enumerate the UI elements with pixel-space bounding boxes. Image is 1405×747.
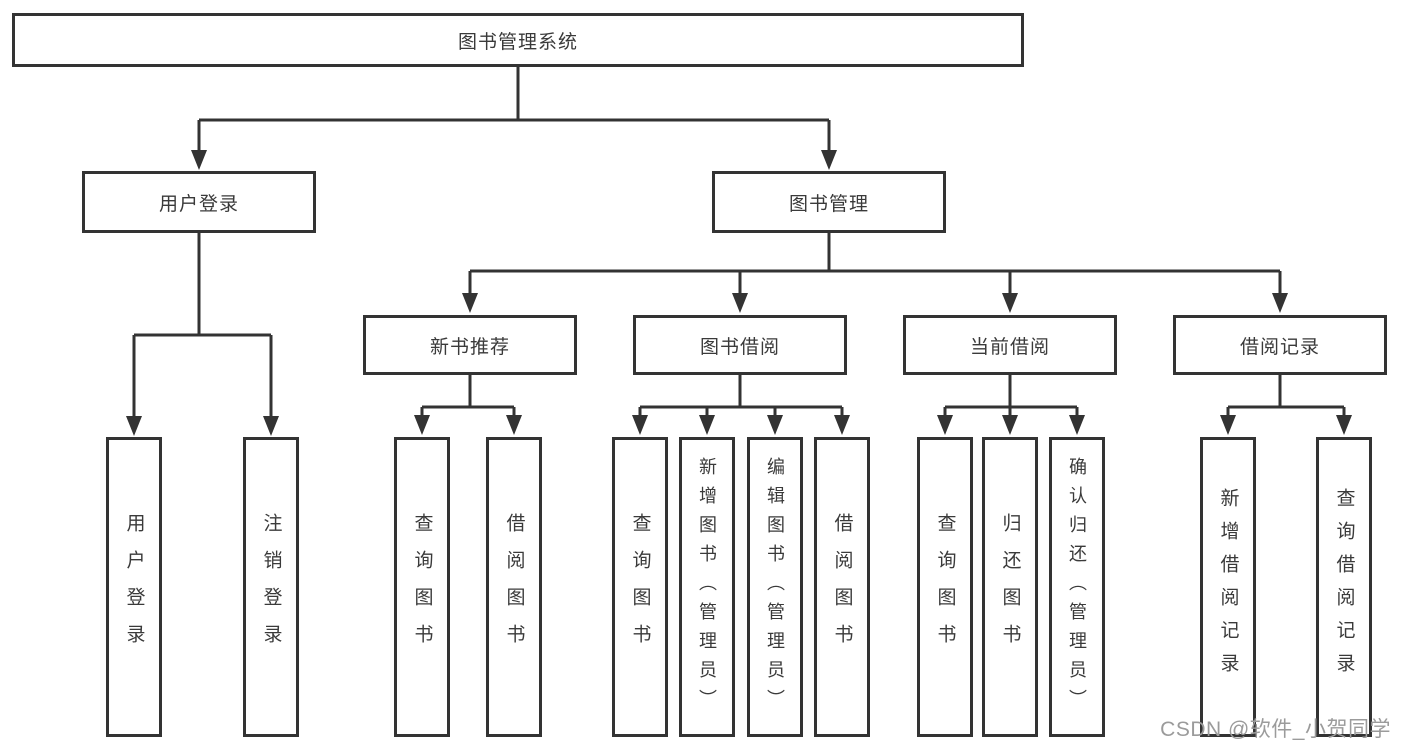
leaf-query-books-current: 查询图书 bbox=[917, 437, 973, 737]
leaf-return-books: 归还图书 bbox=[982, 437, 1038, 737]
leaf-edit-books-admin: 编辑图书（管理员） bbox=[747, 437, 803, 737]
node-borrow-records: 借阅记录 bbox=[1173, 315, 1387, 375]
node-book-management: 图书管理 bbox=[712, 171, 946, 233]
leaf-user-login: 用户登录 bbox=[106, 437, 162, 737]
node-library-management-system: 图书管理系统 bbox=[12, 13, 1024, 67]
node-current-borrow: 当前借阅 bbox=[903, 315, 1117, 375]
leaf-confirm-return-admin: 确认归还（管理员） bbox=[1049, 437, 1105, 737]
leaf-query-books-recommend: 查询图书 bbox=[394, 437, 450, 737]
leaf-borrow-books-recommend: 借阅图书 bbox=[486, 437, 542, 737]
node-user-login: 用户登录 bbox=[82, 171, 316, 233]
leaf-add-borrow-record: 新增借阅记录 bbox=[1200, 437, 1256, 737]
leaf-add-books-admin: 新增图书（管理员） bbox=[679, 437, 735, 737]
leaf-logout: 注销登录 bbox=[243, 437, 299, 737]
node-new-book-recommend: 新书推荐 bbox=[363, 315, 577, 375]
leaf-borrow-books: 借阅图书 bbox=[814, 437, 870, 737]
leaf-query-books-borrow: 查询图书 bbox=[612, 437, 668, 737]
node-book-borrow: 图书借阅 bbox=[633, 315, 847, 375]
csdn-watermark: CSDN @软件_小贺同学 bbox=[1160, 718, 1391, 741]
leaf-query-borrow-record: 查询借阅记录 bbox=[1316, 437, 1372, 737]
